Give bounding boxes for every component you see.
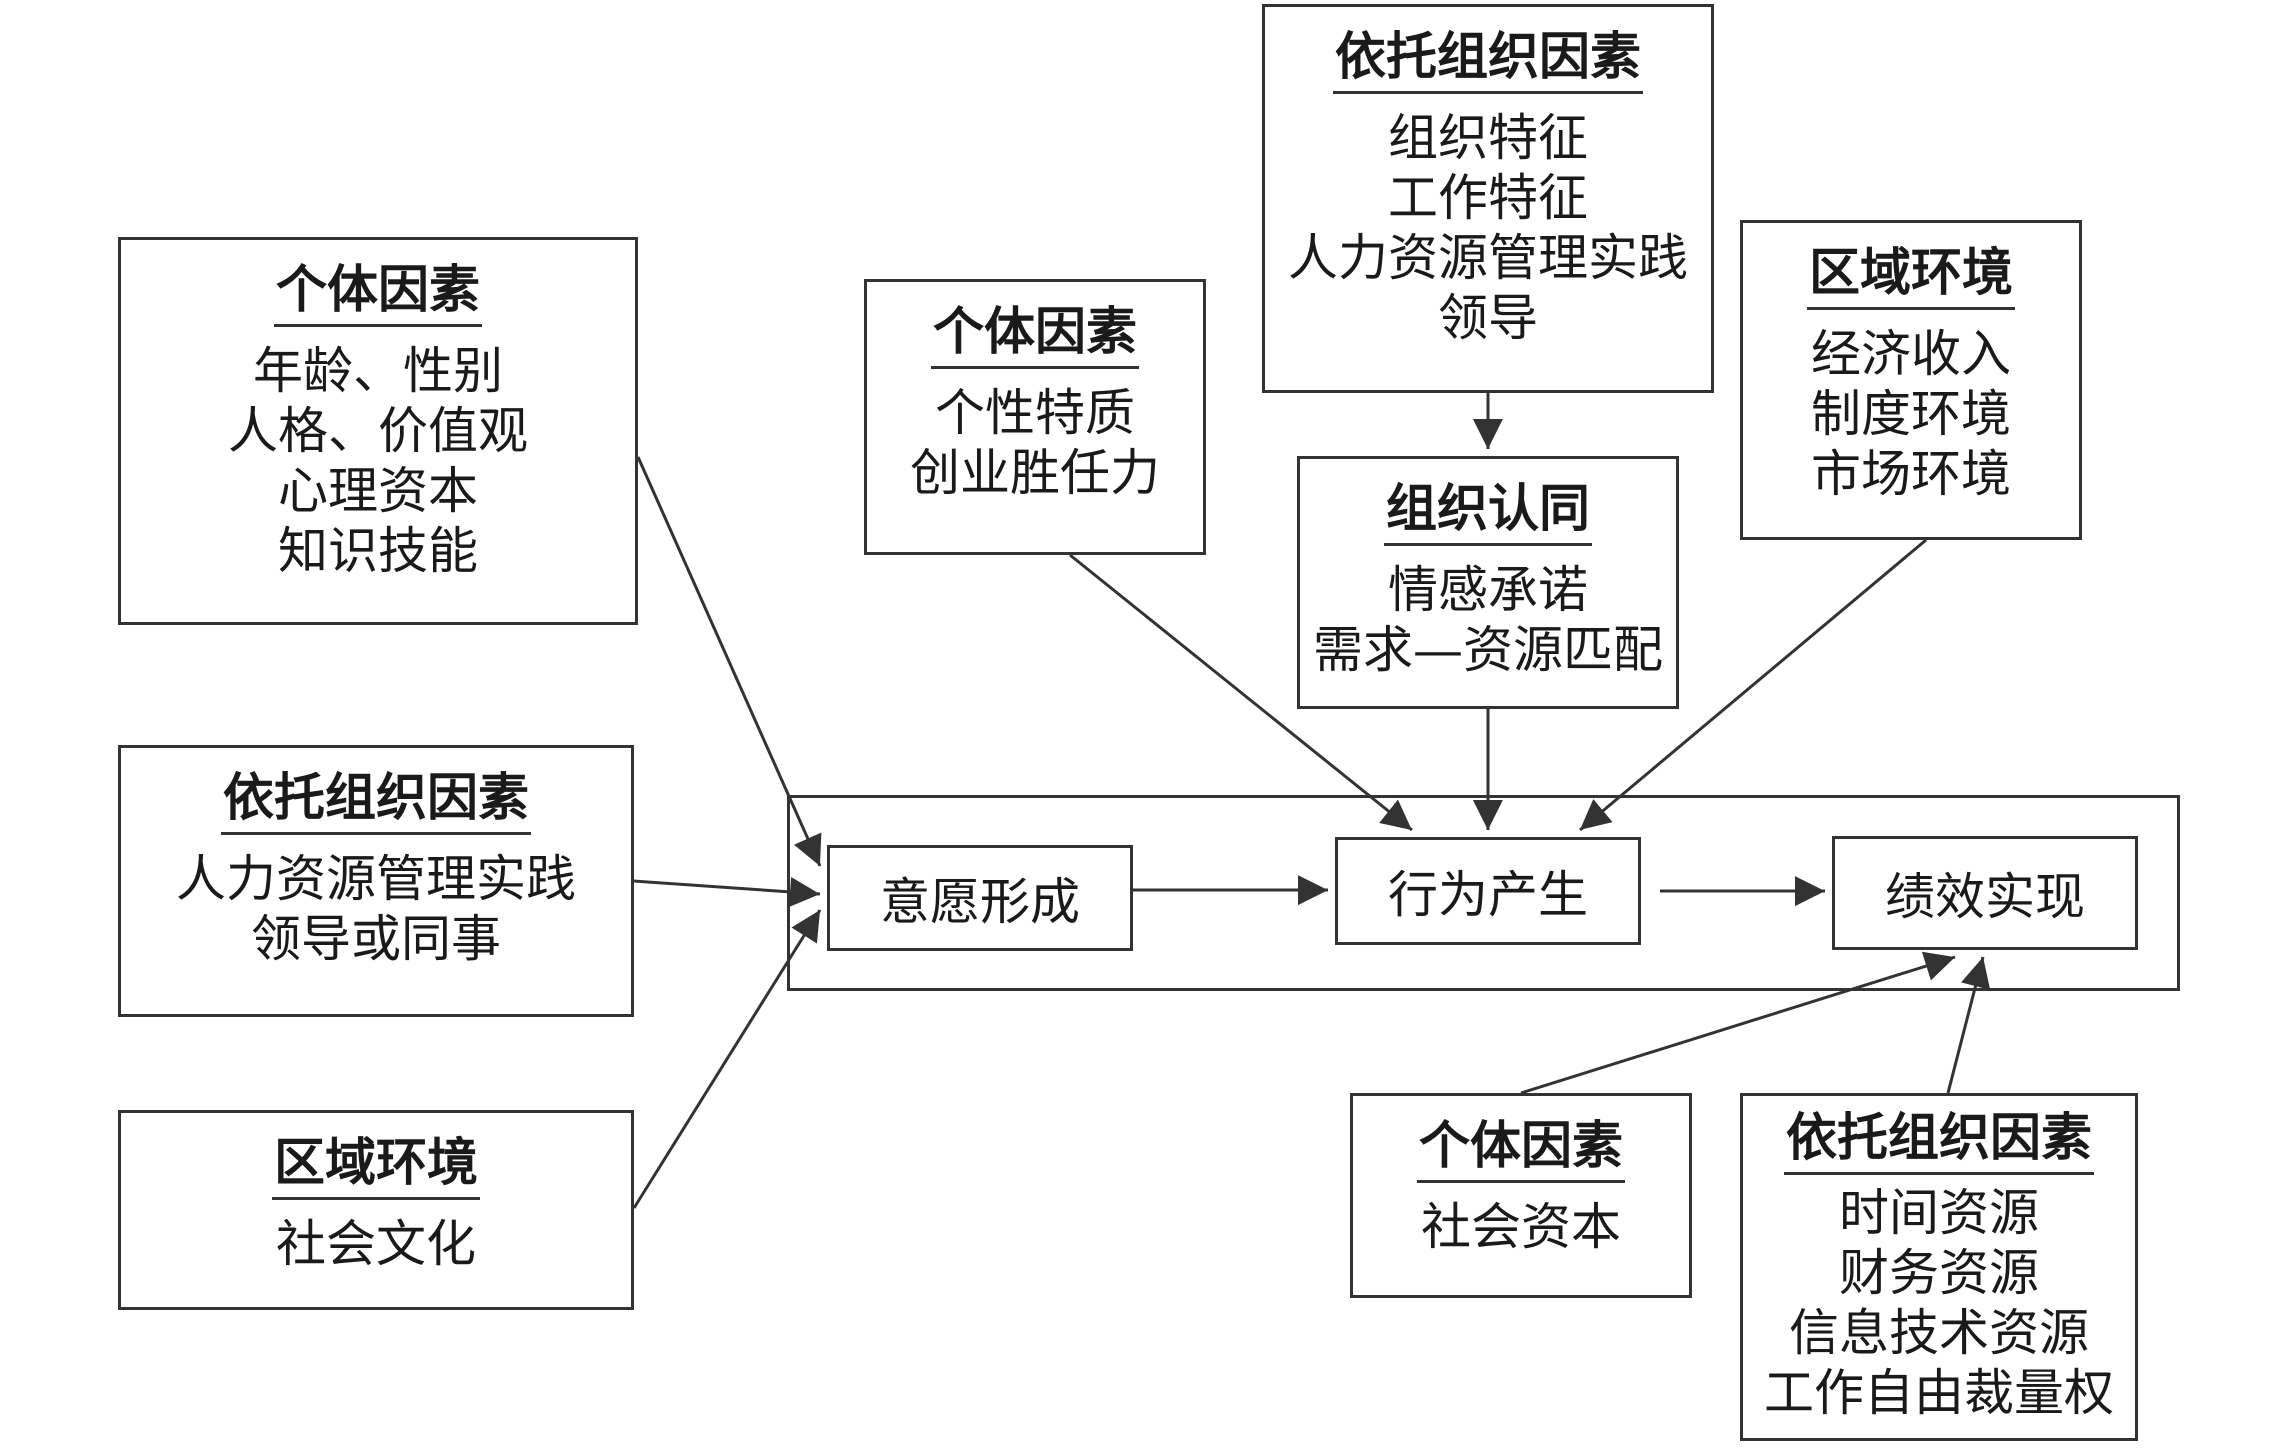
top-org-factors-title: 依托组织因素 (1332, 27, 1643, 95)
stage-intention: 意愿形成 (827, 845, 1133, 951)
list-item: 人力资源管理实践 (176, 850, 576, 909)
list-item: 领导 (1438, 289, 1538, 348)
left-region-list: 社会文化 (121, 1214, 631, 1274)
top-org-factors-list: 组织特征 工作特征 人力资源管理实践 领导 (1265, 108, 1711, 348)
top-org-factors-box: 依托组织因素 组织特征 工作特征 人力资源管理实践 领导 (1262, 4, 1714, 393)
top-region-box: 区域环境 经济收入 制度环境 市场环境 (1740, 220, 2082, 540)
bottom-individual-factors-title: 个体因素 (1416, 1116, 1625, 1184)
org-identity-box: 组织认同 情感承诺 需求—资源匹配 (1297, 456, 1679, 709)
list-item: 信息技术资源 (1789, 1304, 2089, 1363)
list-item: 社会资本 (1421, 1198, 1621, 1257)
list-item: 组织特征 (1388, 109, 1588, 168)
left-individual-factors-title: 个体因素 (273, 260, 482, 328)
left-org-factors-title: 依托组织因素 (220, 768, 531, 836)
list-item: 领导或同事 (251, 910, 501, 969)
left-region-title: 区域环境 (271, 1133, 480, 1201)
top-individual-factors-box: 个体因素 个性特质 创业胜任力 (864, 279, 1206, 555)
stage-intention-label: 意愿形成 (880, 873, 1080, 931)
top-individual-factors-list: 个性特质 创业胜任力 (867, 383, 1203, 503)
list-item: 年龄、性别 (253, 342, 503, 401)
list-item: 需求—资源匹配 (1313, 621, 1663, 680)
bottom-individual-factors-box: 个体因素 社会资本 (1350, 1093, 1692, 1298)
bottom-org-factors-title: 依托组织因素 (1783, 1108, 2094, 1176)
top-individual-factors-title: 个体因素 (930, 302, 1139, 370)
left-region-box: 区域环境 社会文化 (118, 1110, 634, 1310)
stage-behavior: 行为产生 (1335, 837, 1641, 945)
left-org-factors-box: 依托组织因素 人力资源管理实践 领导或同事 (118, 745, 634, 1017)
bottom-org-factors-list: 时间资源 财务资源 信息技术资源 工作自由裁量权 (1743, 1183, 2135, 1423)
list-item: 心理资本 (278, 462, 478, 521)
list-item: 财务资源 (1839, 1244, 2039, 1303)
stage-performance: 绩效实现 (1832, 836, 2138, 950)
list-item: 工作特征 (1388, 169, 1588, 228)
list-item: 知识技能 (278, 522, 478, 581)
top-region-list: 经济收入 制度环境 市场环境 (1743, 324, 2079, 504)
left-org-factors-list: 人力资源管理实践 领导或同事 (121, 849, 631, 969)
left-individual-factors-box: 个体因素 年龄、性别 人格、价值观 心理资本 知识技能 (118, 237, 638, 625)
list-item: 情感承诺 (1388, 561, 1588, 620)
top-region-title: 区域环境 (1806, 243, 2015, 311)
org-identity-list: 情感承诺 需求—资源匹配 (1300, 560, 1676, 680)
bottom-org-factors-box: 依托组织因素 时间资源 财务资源 信息技术资源 工作自由裁量权 (1740, 1093, 2138, 1441)
list-item: 制度环境 (1811, 385, 2011, 444)
list-item: 社会文化 (276, 1215, 476, 1274)
list-item: 人力资源管理实践 (1288, 229, 1688, 288)
list-item: 创业胜任力 (910, 444, 1160, 503)
stage-performance-label: 绩效实现 (1885, 868, 2085, 926)
list-item: 经济收入 (1811, 325, 2011, 384)
list-item: 人格、价值观 (228, 402, 528, 461)
bottom-individual-factors-list: 社会资本 (1353, 1197, 1689, 1257)
left-individual-factors-list: 年龄、性别 人格、价值观 心理资本 知识技能 (121, 341, 635, 581)
org-identity-title: 组织认同 (1383, 479, 1592, 547)
list-item: 时间资源 (1839, 1184, 2039, 1243)
list-item: 市场环境 (1811, 445, 2011, 504)
list-item: 个性特质 (935, 384, 1135, 443)
list-item: 工作自由裁量权 (1764, 1364, 2114, 1423)
stage-behavior-label: 行为产生 (1388, 866, 1588, 924)
